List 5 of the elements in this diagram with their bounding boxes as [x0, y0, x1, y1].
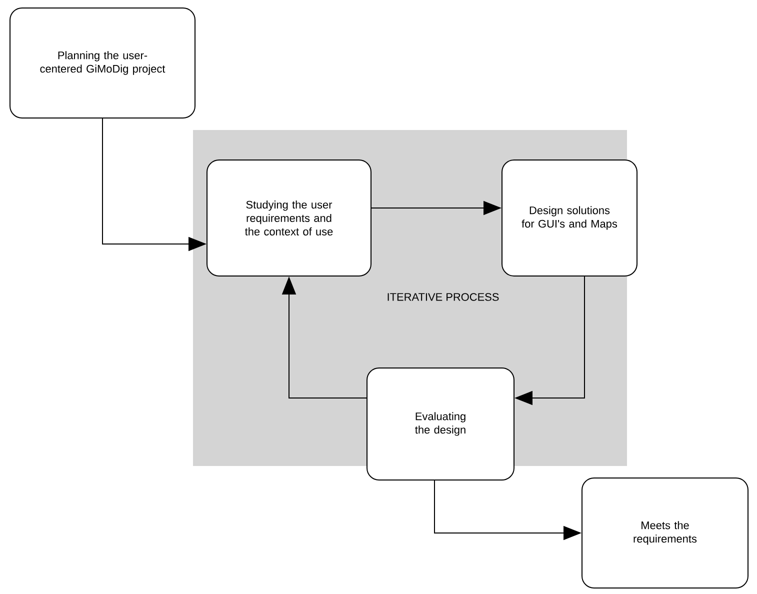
process-box: Studying the user requirements and the context of use — [206, 159, 372, 276]
process-box: Planning the user-centered GiMoDig project — [10, 8, 196, 118]
process-box: Design solutions for GUI's and Maps — [502, 159, 638, 276]
process-box: Evaluating the design — [366, 367, 514, 480]
process-box: Meets the requirements — [582, 477, 748, 588]
